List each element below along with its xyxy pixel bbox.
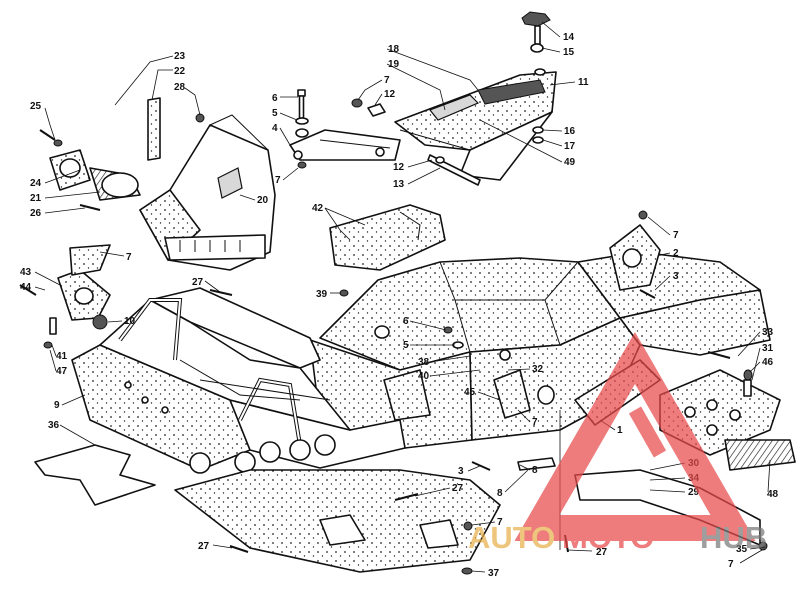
callout-46: 46 bbox=[762, 357, 774, 368]
steering-bracket bbox=[289, 129, 401, 161]
callout-6-b: 6 bbox=[403, 316, 409, 327]
callout-10: 10 bbox=[124, 316, 136, 327]
callout-5-a: 5 bbox=[272, 108, 278, 119]
callout-27-b: 27 bbox=[452, 483, 464, 494]
callout-3-a: 3 bbox=[673, 271, 679, 282]
callout-31: 31 bbox=[762, 343, 774, 354]
callout-27-c: 27 bbox=[198, 541, 210, 552]
brace-plate bbox=[383, 369, 431, 421]
nose-support bbox=[139, 114, 276, 271]
callout-19: 19 bbox=[388, 59, 400, 70]
front-bulkhead bbox=[71, 298, 406, 474]
callout-47: 47 bbox=[56, 366, 68, 377]
callout-7-d: 7 bbox=[673, 230, 679, 241]
callout-14: 14 bbox=[563, 32, 575, 43]
callout-1: 1 bbox=[617, 425, 623, 436]
callout-7-f: 7 bbox=[497, 517, 503, 528]
callout-44: 44 bbox=[20, 282, 32, 293]
callout-16: 16 bbox=[564, 126, 576, 137]
callout-2: 2 bbox=[673, 248, 679, 259]
callout-27-d: 27 bbox=[596, 547, 608, 558]
callout-17: 17 bbox=[564, 141, 576, 152]
callout-43: 43 bbox=[20, 267, 32, 278]
watermark-moto: MOTO bbox=[562, 520, 654, 555]
automotohub-watermark: AUTO MOTO HUB bbox=[468, 331, 767, 555]
callout-27-a: 27 bbox=[192, 277, 204, 288]
callout-25: 25 bbox=[30, 101, 42, 112]
callout-labels: 23 22 28 25 24 21 26 20 7 27 6 5 4 7 7 1… bbox=[20, 32, 779, 579]
callout-13: 13 bbox=[393, 179, 405, 190]
callout-36: 36 bbox=[48, 420, 60, 431]
side-bracket bbox=[609, 224, 661, 291]
callout-41: 41 bbox=[56, 351, 68, 362]
watermark-hub: HUB bbox=[700, 520, 767, 555]
fasteners bbox=[19, 11, 768, 575]
heat-shield bbox=[329, 204, 446, 271]
callout-32: 32 bbox=[532, 364, 544, 375]
callout-21: 21 bbox=[30, 193, 42, 204]
callout-37: 37 bbox=[488, 568, 500, 579]
callout-29: 29 bbox=[688, 487, 700, 498]
watermark-auto: AUTO bbox=[468, 520, 555, 555]
callout-33: 33 bbox=[762, 327, 774, 338]
callout-8-a: 8 bbox=[532, 465, 538, 476]
floor-mat bbox=[34, 444, 156, 506]
callout-7-c: 7 bbox=[384, 75, 390, 86]
air-intake bbox=[49, 149, 141, 201]
callout-15: 15 bbox=[563, 47, 575, 58]
callout-3-b: 3 bbox=[458, 466, 464, 477]
callout-9: 9 bbox=[54, 400, 60, 411]
spindle-bosses bbox=[189, 434, 336, 474]
callout-22: 22 bbox=[174, 66, 186, 77]
rear-strut bbox=[493, 369, 531, 419]
callout-6-a: 6 bbox=[272, 93, 278, 104]
callout-28: 28 bbox=[174, 82, 186, 93]
callout-20: 20 bbox=[257, 195, 269, 206]
triangle-logo-inner bbox=[628, 406, 667, 458]
callout-24: 24 bbox=[30, 178, 42, 189]
callout-8-b: 8 bbox=[497, 488, 503, 499]
callout-12-b: 12 bbox=[393, 162, 405, 173]
callout-35: 35 bbox=[736, 544, 748, 555]
callout-7-g: 7 bbox=[728, 559, 734, 570]
callout-7-b: 7 bbox=[275, 175, 281, 186]
callout-7-e: 7 bbox=[532, 417, 538, 428]
callout-11: 11 bbox=[578, 77, 589, 88]
callout-39: 39 bbox=[316, 289, 328, 300]
callout-26: 26 bbox=[30, 208, 42, 219]
callout-4: 4 bbox=[272, 123, 278, 134]
callout-40: 40 bbox=[418, 371, 430, 382]
leader-lines bbox=[34, 21, 771, 573]
callout-18: 18 bbox=[388, 44, 400, 55]
callout-7-a: 7 bbox=[126, 252, 132, 263]
callout-49: 49 bbox=[564, 157, 576, 168]
callout-38: 38 bbox=[418, 357, 430, 368]
callout-48: 48 bbox=[767, 489, 779, 500]
callout-23: 23 bbox=[174, 51, 186, 62]
instrument-console bbox=[394, 71, 557, 181]
triangle-logo bbox=[514, 331, 756, 541]
callout-5-b: 5 bbox=[403, 340, 409, 351]
motor-mount-left bbox=[57, 244, 111, 330]
callout-42: 42 bbox=[312, 203, 324, 214]
callout-12-a: 12 bbox=[384, 89, 396, 100]
callout-45: 45 bbox=[464, 387, 476, 398]
